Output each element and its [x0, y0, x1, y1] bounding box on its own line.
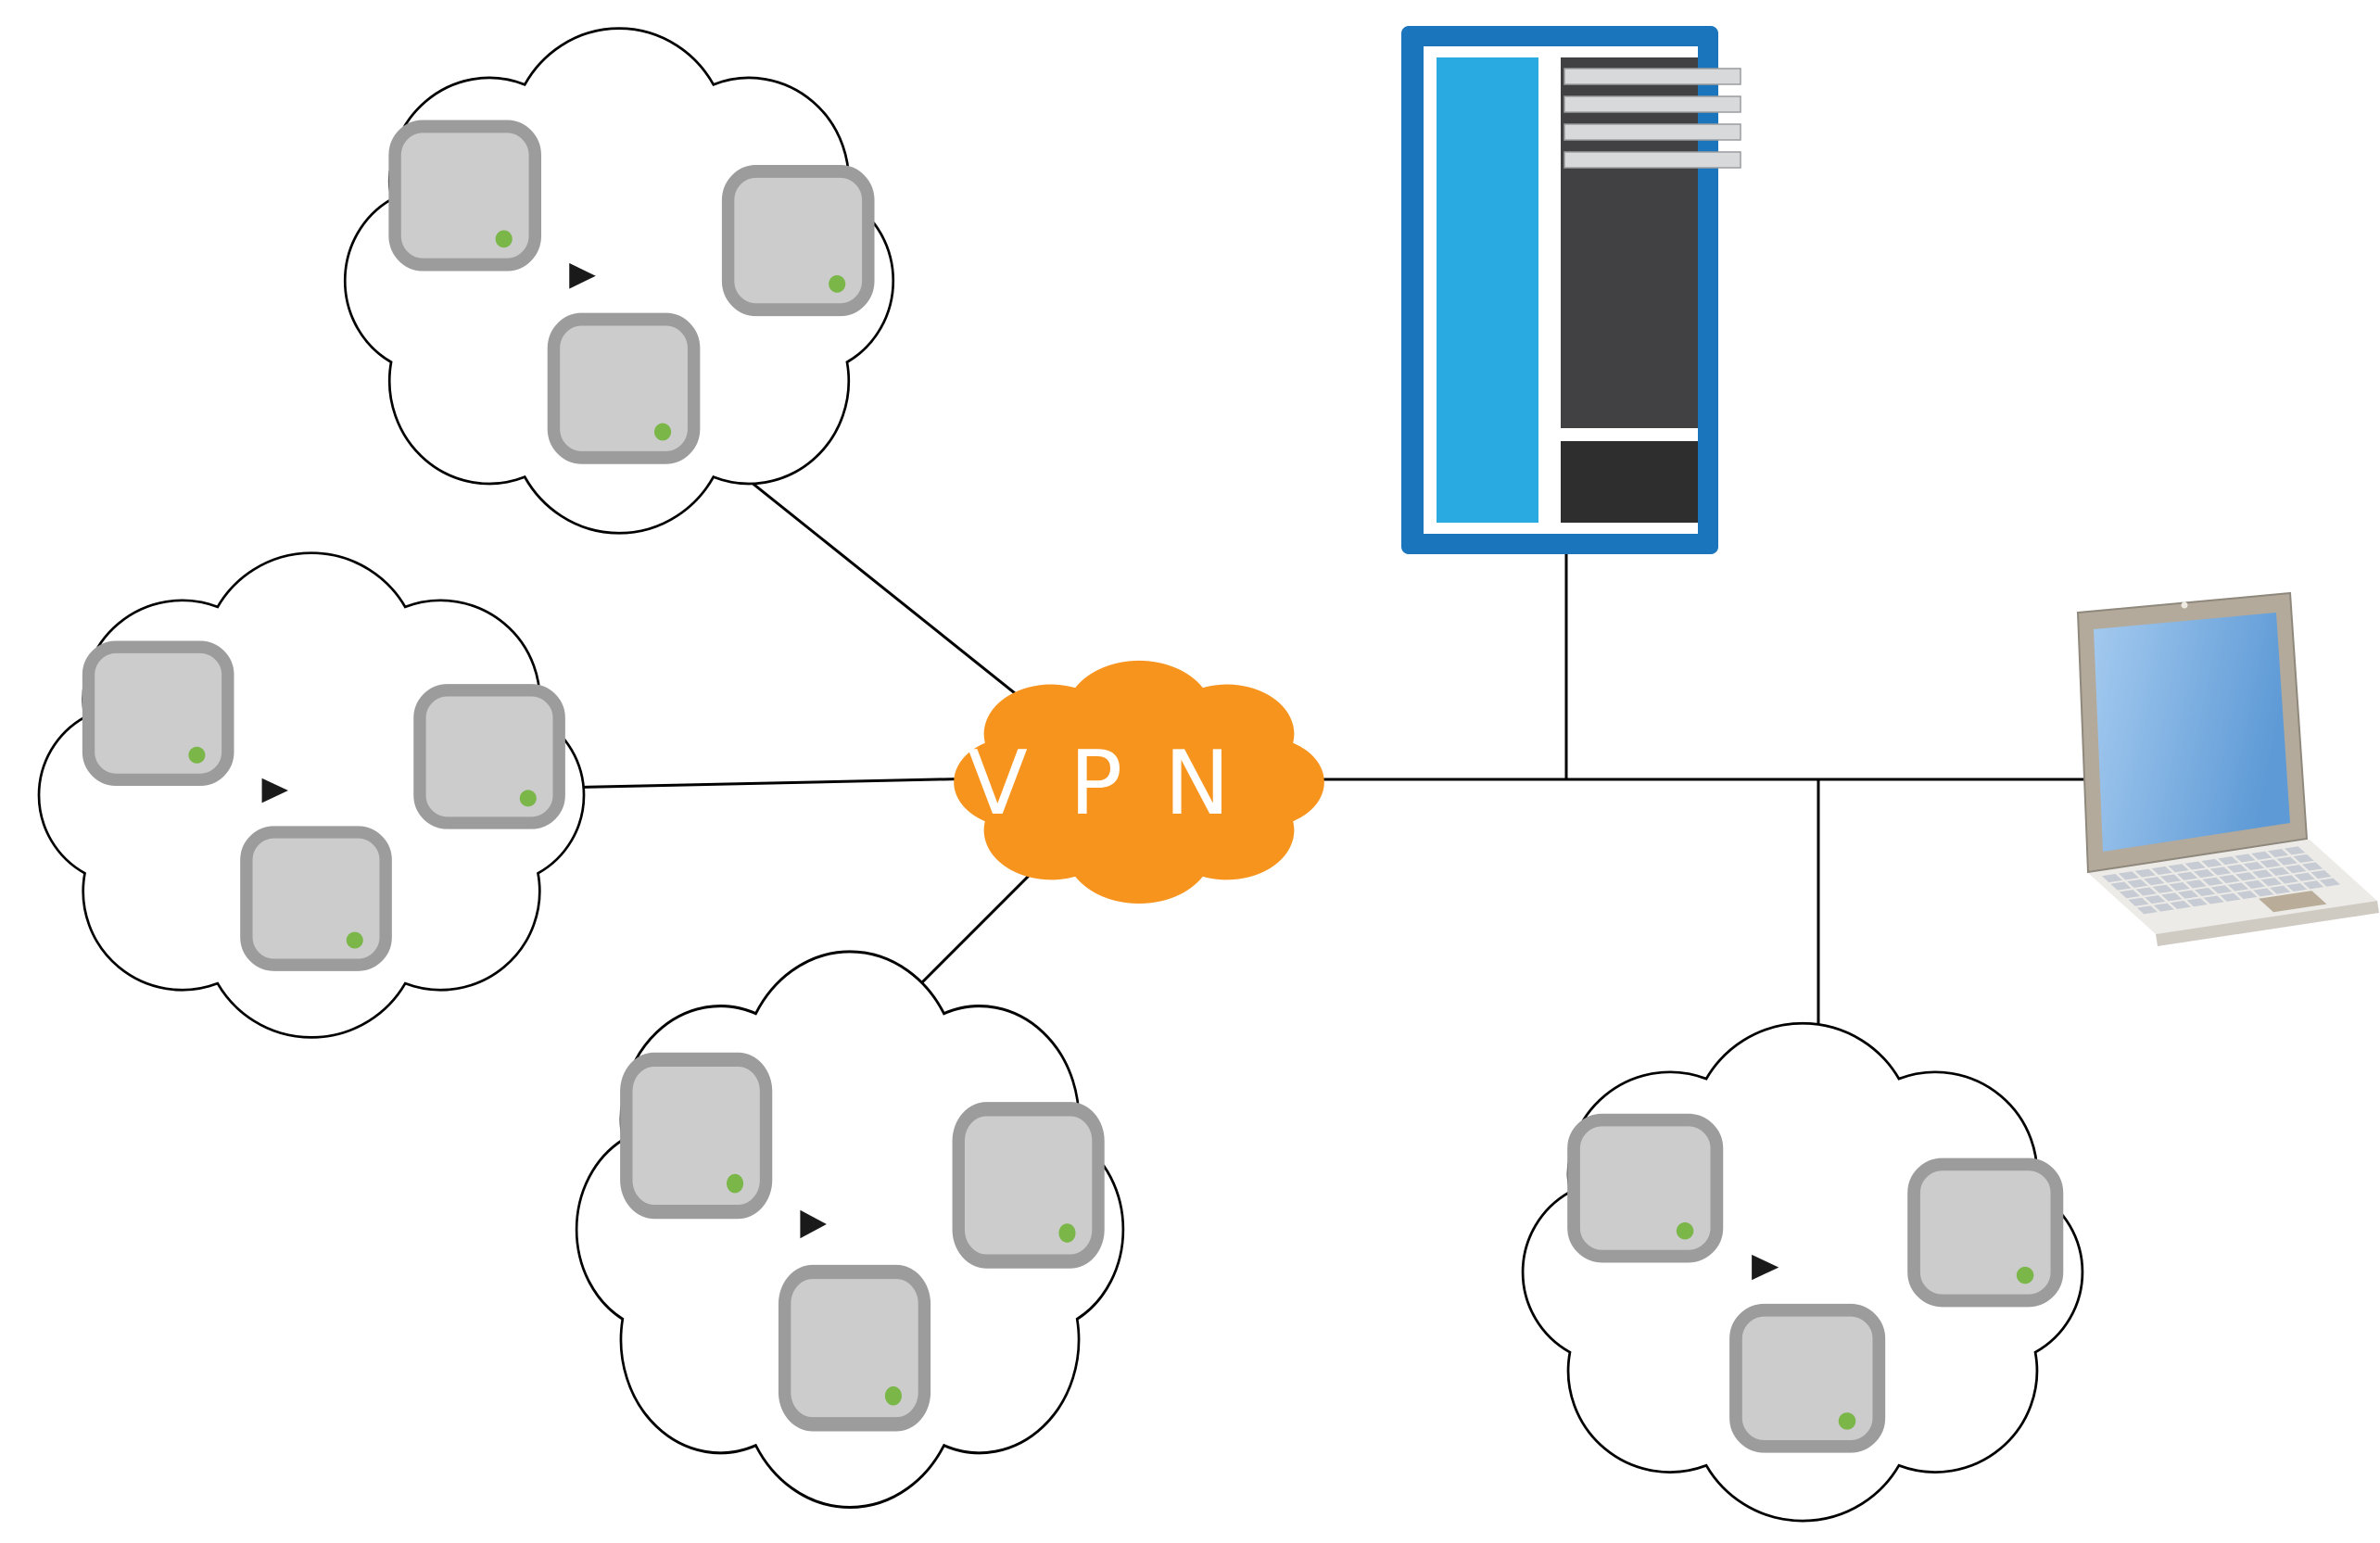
server-rail	[1563, 123, 1741, 141]
site-cloud-bottom-middle	[576, 952, 1123, 1508]
server-rail	[1563, 68, 1741, 85]
laptop-deck	[2101, 846, 2341, 915]
server-drawer	[1561, 441, 1698, 523]
laptop-icon	[2076, 591, 2379, 946]
vpn-cloud: VPN	[954, 660, 1324, 904]
connectors	[555, 443, 2096, 1066]
vpn-label: VPN	[968, 733, 1272, 835]
server-bay	[1561, 57, 1698, 428]
laptop-keyboard	[2101, 846, 2341, 915]
server-panel	[1437, 57, 1538, 523]
server-rails	[1563, 68, 1741, 169]
site-cloud-bottom-right	[1523, 1023, 2082, 1521]
site-cloud-top-left	[345, 29, 893, 534]
connector-midleft-vpn	[555, 777, 983, 790]
connector-topleft-vpn	[703, 443, 1076, 743]
server-rail	[1563, 151, 1741, 169]
server-rack-icon	[1401, 26, 1741, 554]
server-rail	[1563, 95, 1741, 113]
laptop-screen	[2094, 613, 2290, 852]
laptop-camera-icon	[2181, 601, 2188, 609]
laptop-base-edge	[2156, 901, 2379, 946]
site-cloud-middle-left	[39, 553, 584, 1038]
laptop-touchpad	[2259, 891, 2327, 913]
